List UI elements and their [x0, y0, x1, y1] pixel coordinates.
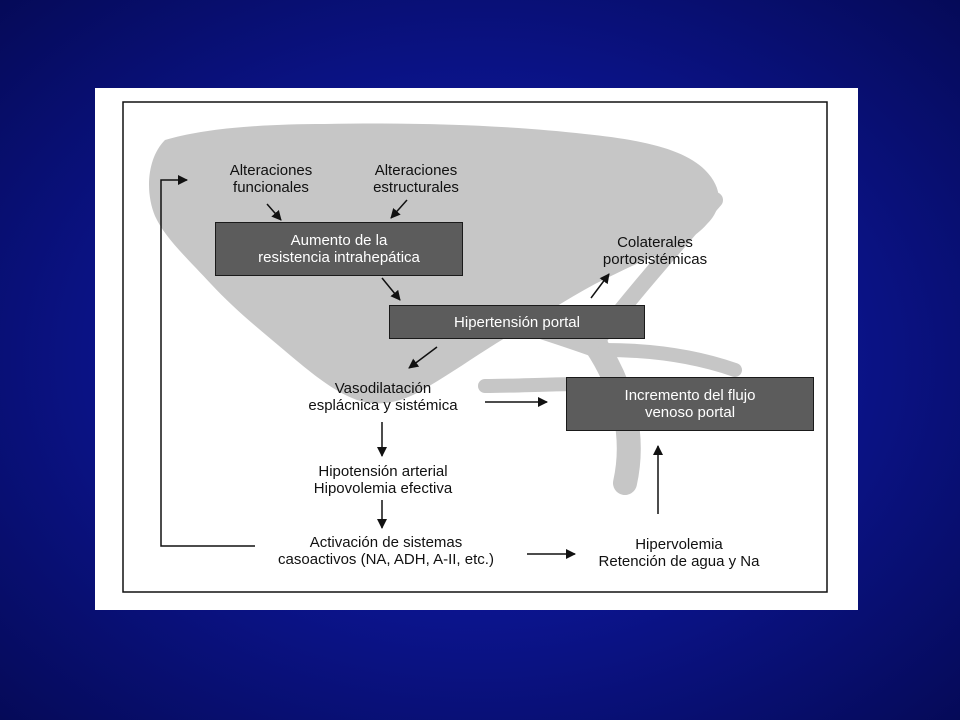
node-incremento-flujo: Incremento del flujo venoso portal: [566, 377, 814, 431]
node-hipervolemia-line-2: Retención de agua y Na: [598, 553, 760, 570]
arrow-funcionales-to-aumento: [266, 203, 282, 221]
node-aumento-resistencia-line-1: Aumento de la: [290, 232, 388, 249]
node-alteraciones-funcionales: Alteraciones funcionales: [200, 162, 342, 196]
node-activacion-line-2: casoactivos (NA, ADH, A-II, etc.): [278, 551, 494, 568]
arrow-hipertension-to-colaterales: [590, 273, 610, 299]
node-hipotension-line-2: Hipovolemia efectiva: [313, 480, 453, 497]
node-activacion: Activación de sistemas casoactivos (NA, …: [245, 534, 527, 568]
node-hipervolemia-line-1: Hipervolemia: [635, 536, 723, 553]
node-hipervolemia: Hipervolemia Retención de agua y Na: [579, 536, 779, 570]
node-hipertension-portal-line-1: Hipertensión portal: [454, 313, 580, 331]
node-hipertension-portal: Hipertensión portal: [389, 305, 645, 339]
node-alteraciones-estructurales-line-1: Alteraciones: [374, 162, 458, 179]
arrow-hipertension-to-vasodilatacion: [408, 346, 438, 369]
node-alteraciones-funcionales-line-1: Alteraciones: [229, 162, 313, 179]
node-incremento-flujo-line-1: Incremento del flujo: [624, 387, 756, 404]
node-vasodilatacion-line-2: esplácnica y sistémica: [308, 397, 458, 414]
arrow-aumento-to-hipertension: [381, 277, 401, 301]
diagram-frame: [122, 101, 828, 593]
node-incremento-flujo-line-2: venoso portal: [644, 404, 736, 421]
diagram-panel: Alteraciones funcionales Alteraciones es…: [95, 88, 858, 610]
node-aumento-resistencia: Aumento de la resistencia intrahepática: [215, 222, 463, 276]
node-alteraciones-funcionales-line-2: funcionales: [233, 179, 309, 196]
node-hipotension: Hipotensión arterial Hipovolemia efectiv…: [290, 463, 476, 497]
arrow-estructurales-to-aumento: [390, 199, 408, 219]
node-alteraciones-estructurales-line-2: estructurales: [373, 179, 459, 196]
node-vasodilatacion: Vasodilatación esplácnica y sistémica: [285, 380, 481, 414]
node-alteraciones-estructurales: Alteraciones estructurales: [350, 162, 482, 196]
node-activacion-line-1: Activación de sistemas: [309, 534, 463, 551]
node-aumento-resistencia-line-2: resistencia intrahepática: [258, 249, 420, 266]
node-colaterales-line-1: Colaterales: [617, 234, 693, 251]
node-hipotension-line-1: Hipotensión arterial: [318, 463, 448, 480]
node-colaterales: Colaterales portosistémicas: [585, 234, 725, 268]
feedback-loop-arrow: [160, 175, 255, 547]
connectors: [160, 175, 663, 559]
node-vasodilatacion-line-1: Vasodilatación: [334, 380, 432, 397]
node-colaterales-line-2: portosistémicas: [602, 251, 708, 268]
